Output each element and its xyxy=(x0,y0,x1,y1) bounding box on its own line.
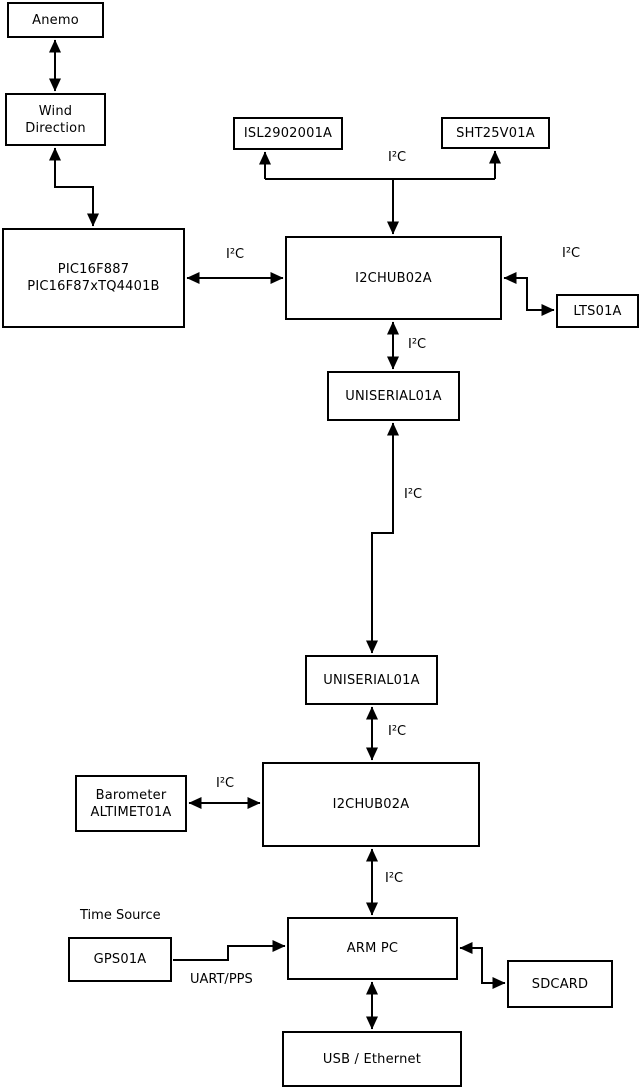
node-sht25v01a-label: SHT25V01A xyxy=(456,125,535,141)
node-pic-microcontroller: PIC16F887 PIC16F87xTQ4401B xyxy=(2,228,185,328)
node-anemo-label: Anemo xyxy=(32,12,79,28)
node-sht25v01a: SHT25V01A xyxy=(441,117,550,149)
node-uniserial-bottom: UNISERIAL01A xyxy=(305,655,438,705)
node-barometer-label: Barometer ALTIMET01A xyxy=(90,787,172,820)
node-wind-direction: Wind Direction xyxy=(5,93,106,146)
edge-gps-arm xyxy=(173,940,286,961)
node-pic-microcontroller-label: PIC16F887 PIC16F87xTQ4401B xyxy=(27,262,160,294)
node-i2chub-top-label: I2CHUB02A xyxy=(355,270,432,286)
node-uniserial-top: UNISERIAL01A xyxy=(327,371,460,421)
edge-label-i2c-hub-uni: I²C xyxy=(408,337,427,352)
edge-arm-sdcard xyxy=(459,942,506,989)
edge-label-i2c-uni-uni: I²C xyxy=(404,487,423,502)
node-lts01a-label: LTS01A xyxy=(573,303,622,319)
edge-label-i2c-pic-hub: I²C xyxy=(226,247,245,262)
node-usb-ethernet: USB / Ethernet xyxy=(282,1031,462,1087)
node-sdcard-label: SDCARD xyxy=(531,976,589,992)
edge-label-i2c-uni-hub2: I²C xyxy=(388,724,407,739)
edge-hub1-lts xyxy=(503,272,555,316)
edge-label-uart-pps: UART/PPS xyxy=(190,972,253,987)
node-anemo: Anemo xyxy=(7,2,104,38)
node-isl2902001a: ISL2902001A xyxy=(233,117,343,150)
node-i2chub-bottom: I2CHUB02A xyxy=(262,762,480,847)
edge-wind-pic xyxy=(49,147,99,227)
node-uniserial-top-label: UNISERIAL01A xyxy=(345,388,442,404)
edge-label-i2c-hub-lts: I²C xyxy=(562,246,581,261)
edge-label-i2c-baro-hub2: I²C xyxy=(216,776,235,791)
node-isl2902001a-label: ISL2902001A xyxy=(243,126,333,141)
edge-label-i2c-top-bus: I²C xyxy=(388,150,407,165)
node-wind-direction-label: Wind Direction xyxy=(25,103,86,136)
edge-label-i2c-hub2-arm: I²C xyxy=(385,871,404,886)
node-gps01a: GPS01A xyxy=(68,937,172,982)
node-lts01a: LTS01A xyxy=(556,294,639,328)
node-barometer: Barometer ALTIMET01A xyxy=(75,775,187,832)
annotation-time-source: Time Source xyxy=(80,908,161,923)
node-uniserial-bottom-label: UNISERIAL01A xyxy=(323,672,420,688)
node-gps01a-label: GPS01A xyxy=(93,952,147,967)
node-arm-pc-label: ARM PC xyxy=(346,941,399,956)
node-i2chub-top: I2CHUB02A xyxy=(285,236,502,320)
node-i2chub-bottom-label: I2CHUB02A xyxy=(332,797,410,812)
node-arm-pc: ARM PC xyxy=(287,917,458,980)
node-sdcard: SDCARD xyxy=(507,960,613,1008)
edge-uni1-uni2 xyxy=(366,422,399,654)
node-usb-ethernet-label: USB / Ethernet xyxy=(322,1051,422,1067)
